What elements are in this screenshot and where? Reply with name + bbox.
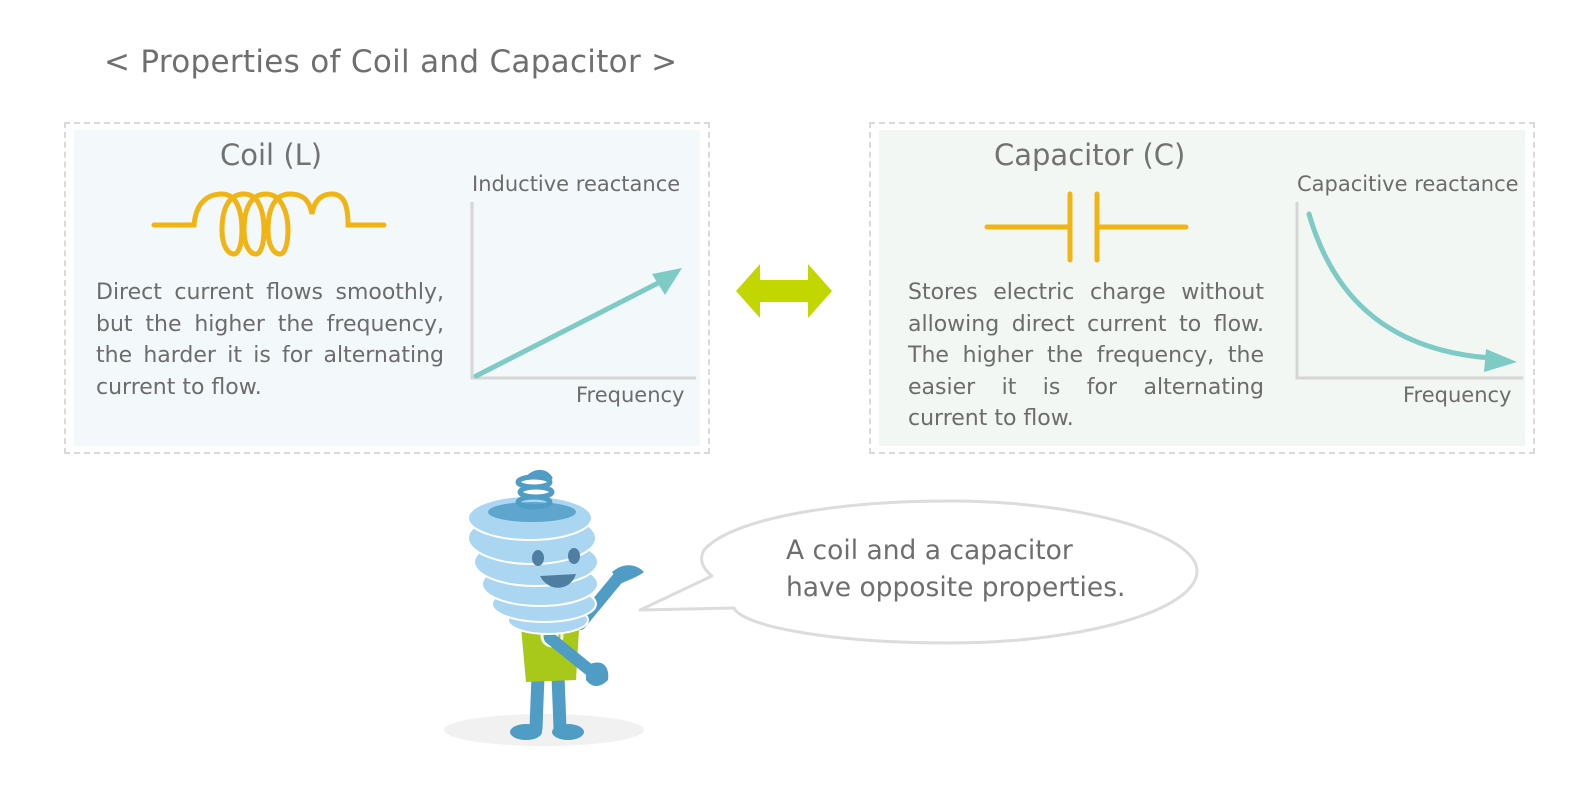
- capacitor-reactance-curve: [1306, 211, 1494, 361]
- capacitor-symbol-icon: [984, 191, 1189, 263]
- coil-panel: [64, 122, 710, 454]
- mascot-character: [444, 469, 644, 746]
- coil-chart-xlabel: Frequency: [576, 383, 685, 407]
- speech-bubble: [638, 499, 1199, 645]
- coil-chart-ylabel: Inductive reactance: [472, 172, 681, 196]
- coil-reactance-line: [473, 277, 667, 379]
- coil-chart-axes: [470, 202, 696, 380]
- coil-symbol-icon: [151, 191, 387, 257]
- capacitor-chart-axes: [1295, 202, 1523, 380]
- coil-chart: [470, 202, 696, 380]
- capacitor-chart-xlabel: Frequency: [1403, 383, 1512, 407]
- capacitor-description: Stores electric charge without allowing …: [908, 280, 1264, 431]
- page-title: < Properties of Coil and Capacitor >: [104, 44, 678, 80]
- double-arrow-icon: [736, 264, 832, 318]
- coil-heading: Coil (L): [220, 138, 323, 172]
- capacitor-panel: [869, 122, 1535, 454]
- capacitor-heading: Capacitor (C): [994, 138, 1186, 172]
- coil-reactance-arrowhead: [652, 268, 682, 295]
- capacitor-chart-ylabel: Capacitive reactance: [1297, 172, 1519, 196]
- speech-line-2: have opposite properties.: [786, 572, 1126, 603]
- mascot-shadow: [444, 714, 644, 746]
- speech-line-1: A coil and a capacitor: [786, 535, 1073, 566]
- coil-description: Direct current flows smoothly, but the h…: [96, 280, 444, 400]
- capacitor-chart: [1295, 202, 1523, 380]
- capacitor-reactance-arrowhead: [1484, 349, 1517, 372]
- speech-text: A coil and a capacitor have opposite pro…: [786, 532, 1125, 606]
